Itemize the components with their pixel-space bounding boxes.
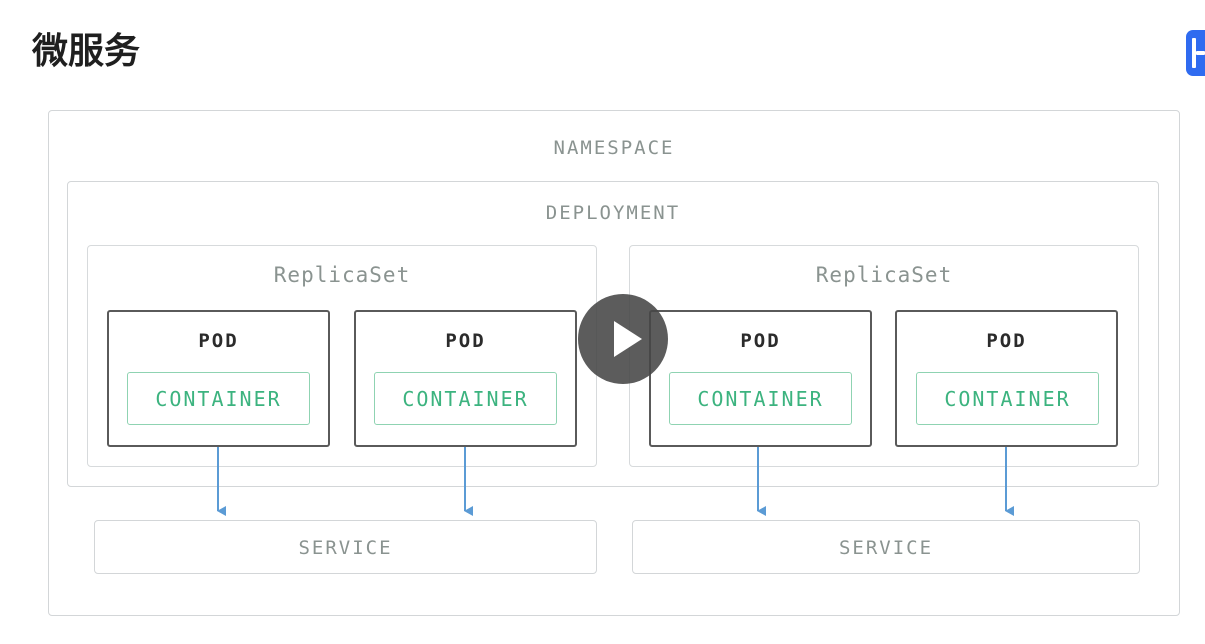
- container-label-2: CONTAINER: [402, 387, 529, 411]
- service-label-1: SERVICE: [298, 537, 393, 559]
- h-icon[interactable]: [1186, 30, 1205, 76]
- service-box-2: [632, 520, 1140, 574]
- h-icon-stem: [1192, 38, 1196, 68]
- pod-label-1: POD: [198, 330, 239, 352]
- container-label-3: CONTAINER: [697, 387, 824, 411]
- container-label-1: CONTAINER: [155, 387, 282, 411]
- pod-label-3: POD: [740, 330, 781, 352]
- replicaset-label-1: ReplicaSet: [273, 263, 411, 287]
- container-box-1: [127, 372, 310, 425]
- pod-label-4: POD: [986, 330, 1027, 352]
- play-icon: [614, 321, 642, 357]
- h-icon-bar: [1196, 51, 1205, 55]
- page-title: 微服务: [32, 31, 141, 72]
- deployment-box: [67, 181, 1159, 487]
- container-box-3: [669, 372, 852, 425]
- service-label-2: SERVICE: [838, 537, 934, 559]
- namespace-label: NAMESPACE: [553, 137, 675, 159]
- pod-label-2: POD: [445, 330, 486, 352]
- container-label-4: CONTAINER: [944, 387, 1071, 411]
- video-play-button[interactable]: [578, 294, 668, 384]
- deployment-label: DEPLOYMENT: [545, 202, 681, 224]
- namespace-box: [48, 110, 1180, 616]
- replicaset-label-2: ReplicaSet: [815, 263, 953, 287]
- service-box-1: [94, 520, 597, 574]
- container-box-4: [916, 372, 1099, 425]
- container-box-2: [374, 372, 557, 425]
